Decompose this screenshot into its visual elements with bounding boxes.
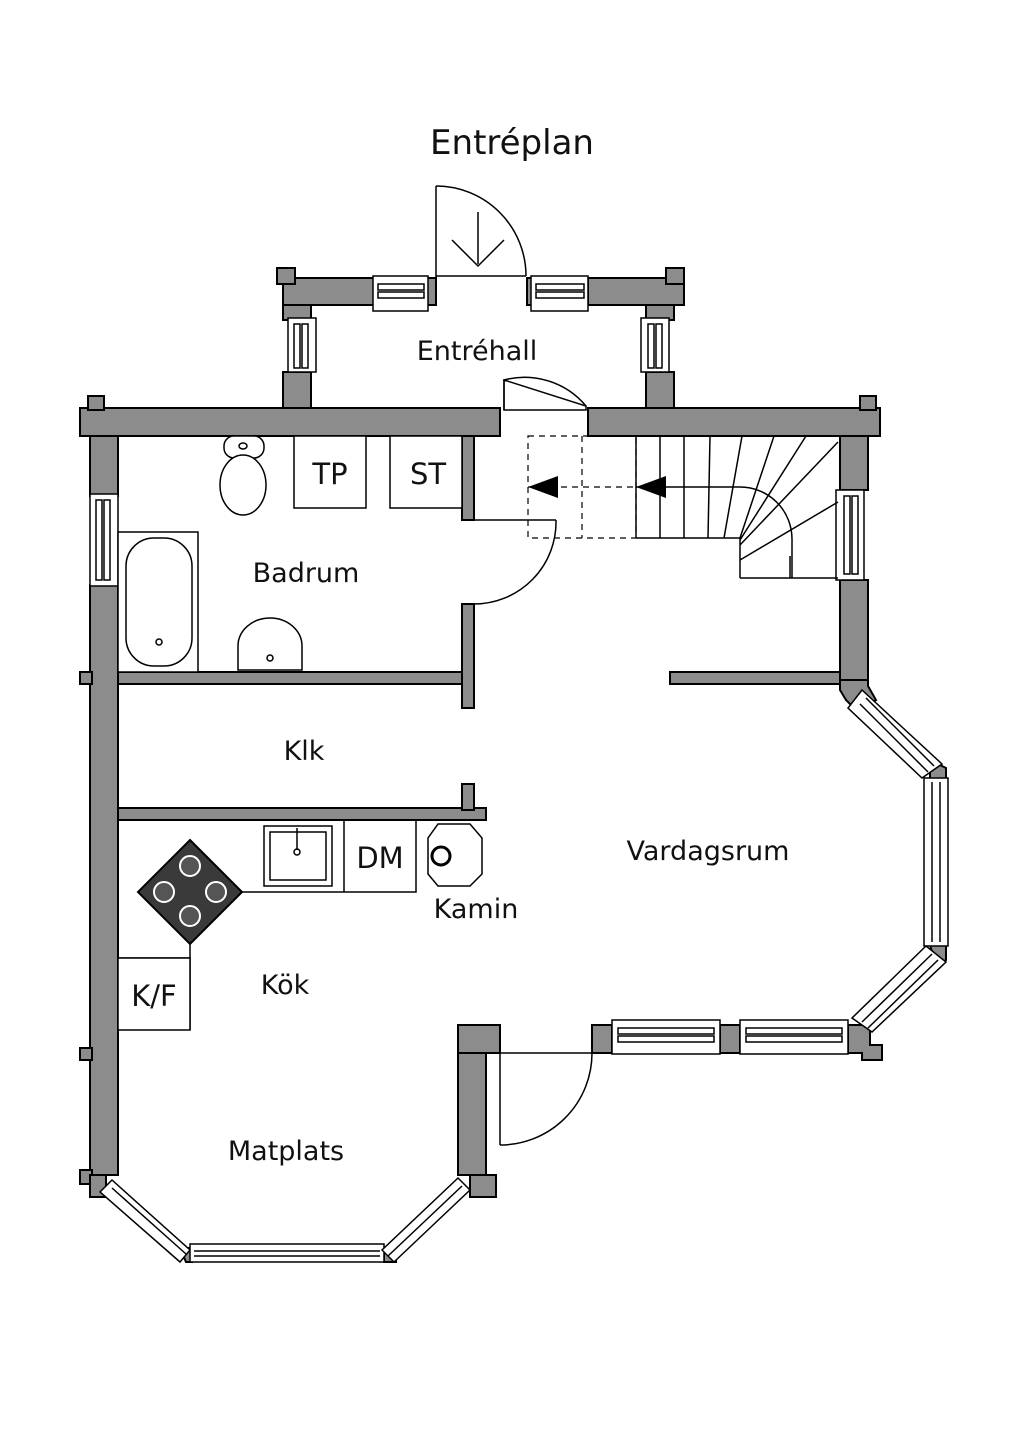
fixture-label-st: ST <box>410 457 446 491</box>
window-entry-right <box>530 275 589 312</box>
wall-dining-right <box>457 1024 501 1054</box>
fireplace-icon <box>427 823 483 887</box>
wall-bathroom-bottom <box>117 671 471 685</box>
room-label-badrum: Badrum <box>253 558 360 589</box>
bathroom-fixtures <box>117 435 463 673</box>
fixture-label-dm: DM <box>356 841 403 875</box>
window-bathroom <box>89 493 119 587</box>
kitchen-fixtures <box>117 820 483 1031</box>
window-entry-side-left <box>287 317 317 373</box>
window-living-bottom-1 <box>611 1019 721 1055</box>
room-label-klk: Klk <box>284 736 325 767</box>
interior-door-hall <box>503 376 587 411</box>
window-dining-right <box>380 1176 472 1264</box>
walls <box>79 267 947 1263</box>
stair-arrow-icon <box>528 476 558 498</box>
window-living-bottom-2 <box>739 1019 849 1055</box>
window-bay-lower <box>850 945 948 1033</box>
sink-icon <box>237 617 303 671</box>
dryer-box <box>389 435 463 509</box>
plan-title: Entréplan <box>430 123 594 163</box>
window-bay-upper <box>846 688 944 779</box>
window-stair <box>835 489 865 581</box>
room-label-vardagsrum: Vardagsrum <box>627 836 790 867</box>
room-label-entrehall: Entréhall <box>417 336 538 367</box>
washer-box <box>293 435 367 509</box>
stair-arrow-icon <box>636 476 666 498</box>
stove-icon <box>136 838 244 946</box>
doors <box>435 185 593 1146</box>
kitchen-sink-icon <box>263 825 333 887</box>
room-label-matplats: Matplats <box>228 1136 344 1167</box>
window-entry-left <box>372 275 429 312</box>
wall-left-outer <box>89 435 119 497</box>
wall-right-outer <box>839 435 869 491</box>
windows <box>89 275 949 1264</box>
window-dining-bottom <box>189 1243 385 1263</box>
wall-hall-partition <box>669 671 841 685</box>
window-bay-middle <box>923 777 949 947</box>
labels: Entréplan Entréhall Badrum TP ST Klk Var… <box>131 123 789 1167</box>
wall-entry-top-left <box>282 277 376 306</box>
bathtub-icon <box>117 531 199 673</box>
bathroom-door <box>473 519 557 605</box>
entry-arrow-icon <box>451 212 505 268</box>
toilet-icon <box>219 435 267 516</box>
patio-door <box>499 1052 593 1146</box>
fixture-label-tp: TP <box>311 457 347 491</box>
window-dining-left <box>98 1178 192 1264</box>
fridge-freezer-box <box>117 957 191 1031</box>
wall-main-top-right <box>587 407 881 437</box>
room-label-kamin: Kamin <box>434 894 519 925</box>
fixture-label-kf: K/F <box>131 979 176 1013</box>
front-door <box>435 185 527 300</box>
staircase <box>527 435 839 579</box>
window-entry-side-right <box>640 317 670 373</box>
wall-closet-bottom <box>117 807 487 821</box>
wall-main-top-left <box>79 407 501 437</box>
room-label-kok: Kök <box>261 970 310 1001</box>
